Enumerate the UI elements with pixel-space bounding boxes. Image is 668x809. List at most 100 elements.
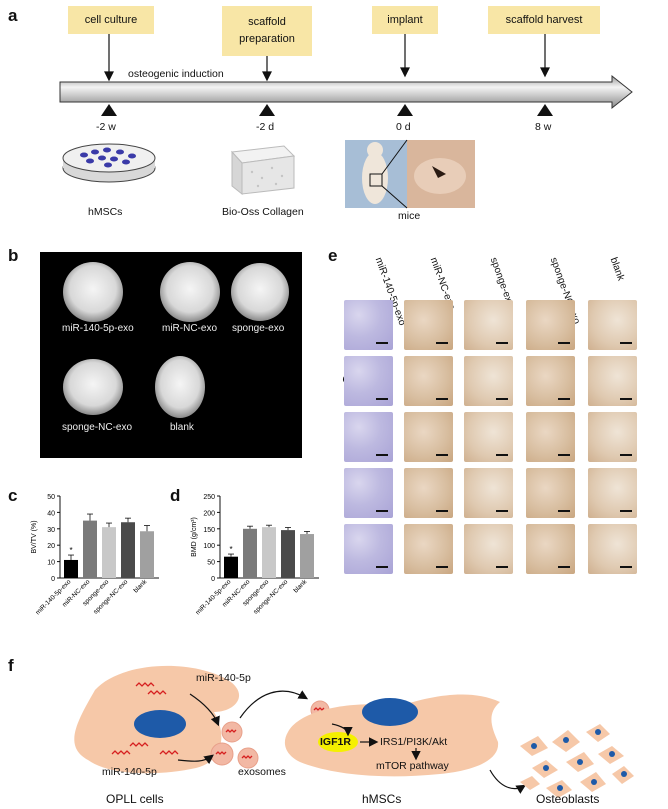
scale-bar	[496, 398, 508, 400]
image-label-bio-oss: Bio-Oss Collagen	[222, 206, 304, 218]
y-axis-label: BMD (g/cm³)	[191, 517, 198, 557]
ihc-image	[404, 356, 453, 406]
bar	[64, 559, 78, 578]
ihc-image	[526, 356, 575, 406]
step-arrows	[104, 34, 550, 82]
bar	[102, 527, 116, 578]
scale-bar	[376, 510, 388, 512]
scale-bar	[376, 566, 388, 568]
y-axis-label: BV/TV (%)	[31, 520, 38, 553]
ihc-image	[464, 300, 513, 350]
time-label-3: 0 d	[396, 121, 411, 133]
ihc-image	[344, 412, 393, 462]
ct-label-4: sponge-NC-exo	[62, 422, 133, 433]
ct-label-3: sponge-exo	[232, 323, 285, 334]
y-tick-label: 0	[51, 576, 55, 583]
scaffold-block-icon	[230, 145, 296, 196]
opll-nucleus	[134, 710, 186, 738]
scale-bar	[376, 342, 388, 344]
time-label-4: 8 w	[535, 121, 552, 133]
scale-bar	[620, 342, 632, 344]
ihc-image	[344, 356, 393, 406]
ihc-image	[588, 468, 637, 518]
y-tick-label: 100	[203, 543, 215, 550]
bar	[83, 520, 97, 578]
scale-bar	[620, 398, 632, 400]
scale-bar	[558, 398, 570, 400]
microct-scaffolds	[63, 262, 289, 418]
hmsc-nucleus	[362, 698, 418, 726]
y-tick-label: 30	[47, 527, 55, 534]
y-tick-label: 0	[211, 576, 215, 583]
igf1r-label: IGF1R	[320, 736, 351, 748]
y-tick-label: 10	[47, 560, 55, 567]
scale-bar	[496, 342, 508, 344]
microct-panel	[40, 252, 302, 458]
pathway-svg	[74, 665, 634, 798]
ct-label-2: miR-NC-exo	[162, 323, 217, 334]
scale-bar	[496, 510, 508, 512]
category-label: blank	[292, 578, 308, 594]
ihc-image	[526, 468, 575, 518]
y-tick-label: 200	[203, 510, 215, 517]
timeline-svg	[59, 34, 633, 209]
bar	[243, 528, 257, 578]
scale-bar	[376, 454, 388, 456]
ihc-image	[526, 300, 575, 350]
ihc-image	[464, 356, 513, 406]
signal2-label: mTOR pathway	[376, 760, 449, 772]
ihc-image	[404, 468, 453, 518]
panel-f-letter: f	[8, 656, 14, 675]
y-tick-label: 50	[47, 494, 55, 501]
hmsc-cell	[284, 694, 500, 777]
panel-d-letter: d	[170, 486, 181, 505]
y-tick-label: 50	[207, 560, 215, 567]
osteoblasts-label: Osteoblasts	[536, 792, 600, 806]
signal1-label: IRS1/PI3K/Akt	[380, 736, 448, 748]
scale-bar	[558, 342, 570, 344]
step-scaffold-harvest: scaffold harvest	[488, 6, 600, 34]
mouse-photo	[345, 139, 475, 209]
ct-label-5: blank	[170, 422, 194, 433]
step-cell-culture: cell culture	[68, 6, 154, 34]
bar	[140, 531, 154, 578]
ihc-image	[344, 524, 393, 574]
time-label-2: -2 d	[256, 121, 275, 133]
scale-bar	[436, 454, 448, 456]
panel-b-letter: b	[8, 246, 19, 265]
osteoblast-cluster	[520, 724, 634, 798]
y-tick-label: 150	[203, 527, 215, 534]
ihc-image	[588, 356, 637, 406]
hmscs-cells-label: hMSCs	[362, 792, 402, 806]
bar	[121, 522, 135, 578]
ihc-image	[464, 524, 513, 574]
bar	[300, 534, 314, 578]
ihc-image	[404, 300, 453, 350]
osteoblast-nuclei	[531, 729, 627, 791]
mirna-top-label: miR-140-5p	[196, 672, 251, 684]
panel-c-letter: c	[8, 486, 18, 505]
ihc-image	[588, 412, 637, 462]
ct-label-1: miR-140-5p-exo	[62, 323, 134, 334]
bar	[281, 530, 295, 578]
ihc-image	[404, 524, 453, 574]
time-label-1: -2 w	[96, 121, 116, 133]
step-implant: implant	[372, 6, 438, 34]
scale-bar	[558, 454, 570, 456]
exosomes-label: exosomes	[238, 766, 286, 778]
category-label: sponge-NC-exo	[92, 578, 129, 615]
ihc-image	[464, 468, 513, 518]
ihc-image	[588, 300, 637, 350]
step-scaffold-line1: scaffold	[248, 16, 286, 28]
ihc-image	[588, 524, 637, 574]
step-scaffold-preparation: scaffold preparation	[222, 6, 312, 56]
scale-bar	[496, 454, 508, 456]
significance-mark: *	[229, 545, 232, 554]
ihc-image	[344, 300, 393, 350]
y-tick-label: 40	[47, 510, 55, 517]
scale-bar	[620, 454, 632, 456]
image-label-mice: mice	[398, 210, 421, 222]
scale-bar	[376, 398, 388, 400]
